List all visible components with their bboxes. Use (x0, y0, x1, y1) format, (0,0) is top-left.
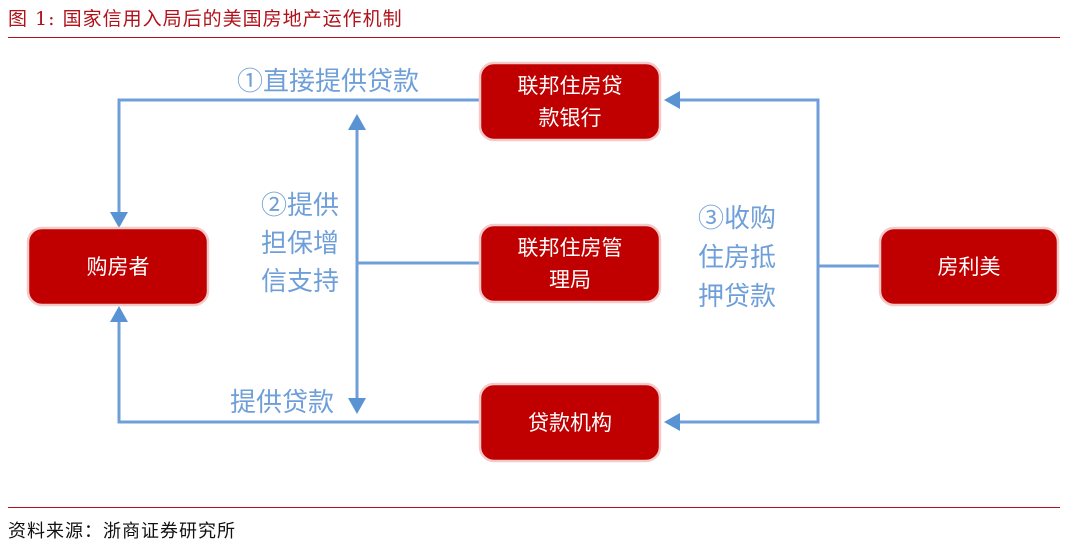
arrowhead-into-buyer-bottom (110, 306, 128, 322)
node-lender-label: 贷款机构 (528, 411, 612, 435)
node-fhlb: 联邦住房贷 款银行 (478, 61, 662, 142)
arrowhead-into-lender (664, 413, 680, 431)
node-fha-label-line1: 联邦住房管 (518, 236, 623, 260)
edge-label-purchase-line1: ③收购 (698, 204, 776, 234)
node-fha-label-line2: 理局 (549, 268, 591, 292)
edge-label-guarantee-line2: 担保增 (261, 229, 339, 259)
node-freddie: 房利美 (878, 226, 1060, 307)
connector-to-fhlb (680, 98, 820, 266)
edge-label-purchase-line2: 住房抵 (698, 243, 776, 273)
edge-label-provide-loan: 提供贷款 (230, 388, 334, 418)
connector-fhlb-to-buyer (117, 98, 480, 212)
title-rule (8, 37, 1060, 38)
node-fhlb-label-line2: 款银行 (539, 106, 602, 130)
arrowhead-guarantee-down (348, 398, 366, 414)
node-lender: 贷款机构 (478, 382, 662, 463)
edge-label-guarantee-line3: 信支持 (261, 267, 339, 297)
node-buyer: 购房者 (26, 226, 210, 307)
source-rule (8, 507, 1060, 508)
node-fhlb-label-line1: 联邦住房贷 (518, 74, 623, 98)
connector-to-lender (680, 266, 820, 424)
node-fha: 联邦住房管 理局 (478, 223, 662, 304)
node-freddie-label: 房利美 (938, 255, 1001, 279)
edge-label-direct-loan: ①直接提供贷款 (237, 67, 419, 97)
edge-label-purchase-line3: 押贷款 (698, 282, 776, 312)
figure-source: 资料来源：浙商证券研究所 (8, 521, 236, 542)
arrowhead-into-fhlb (664, 91, 680, 109)
figure-title: 图 1: 国家信用入局后的美国房地产运作机制 (8, 8, 403, 30)
connector-lender-to-buyer (117, 322, 480, 424)
edge-label-guarantee-line1: ②提供 (261, 191, 339, 221)
node-buyer-label: 购房者 (87, 255, 150, 279)
arrowhead-into-buyer-top (110, 212, 128, 228)
arrowhead-guarantee-up (348, 114, 366, 130)
